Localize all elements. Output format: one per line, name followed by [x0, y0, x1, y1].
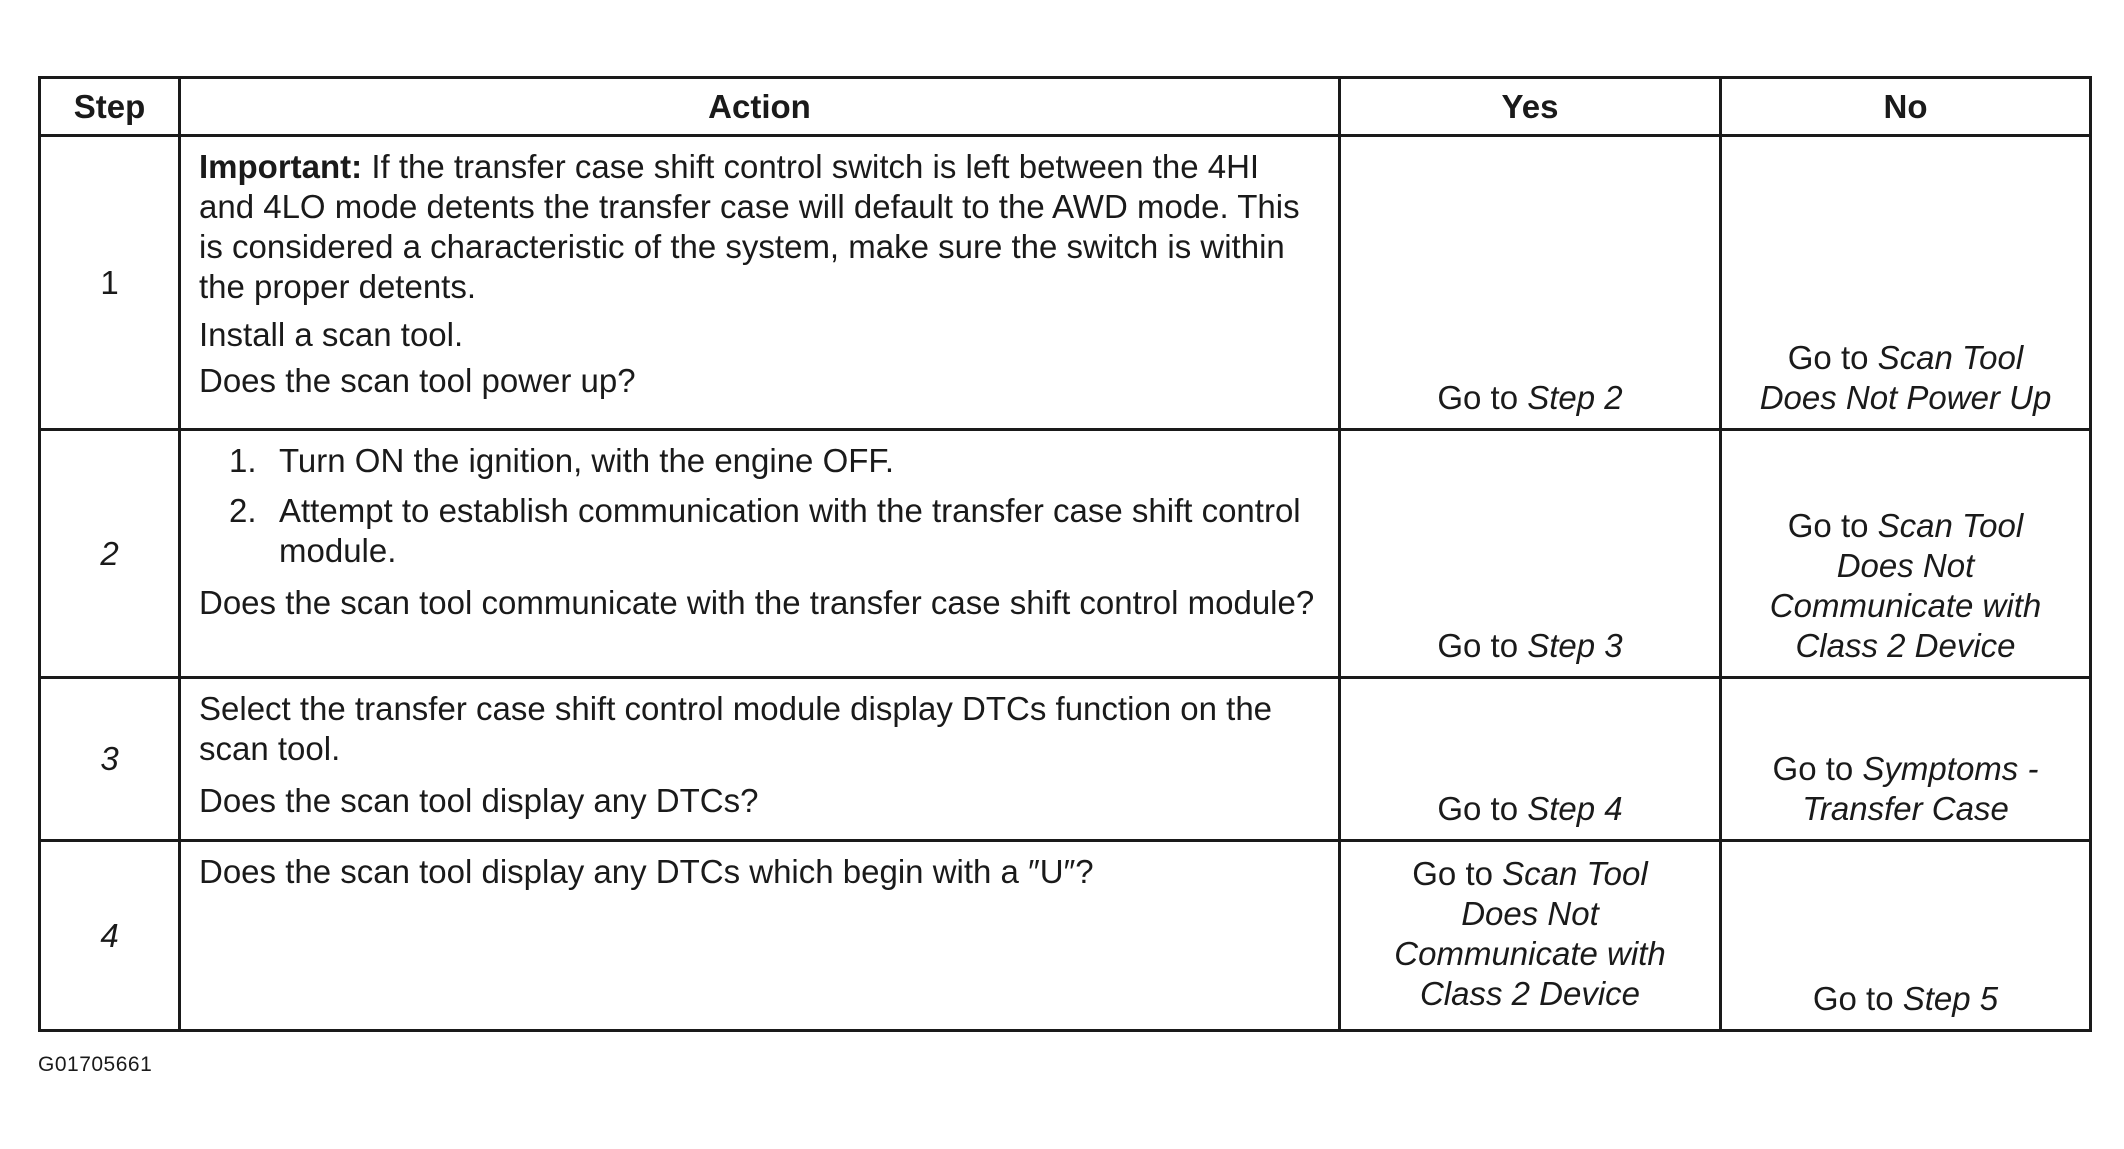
instruction-text: Select the transfer case shift control m… [199, 690, 1273, 767]
no-result-3: Go to Symptoms - Transfer Case [1751, 749, 2061, 829]
no-cell-1: Go to Scan Tool Does Not Power Up [1722, 137, 2089, 431]
no-cell-4: Go to Step 5 [1722, 842, 2089, 1029]
no-result-2: Go to Scan Tool Does Not Communicate wit… [1751, 506, 2061, 666]
step-number-4: 4 [41, 842, 181, 1029]
yes-link-class2-comm[interactable]: Scan Tool Does Not Communicate with Clas… [1394, 855, 1666, 1012]
instruction-text: Install a scan tool. [199, 316, 464, 353]
question-text: Does the scan tool display any DTCs whic… [199, 853, 1094, 890]
yes-prefix: Go to [1437, 379, 1528, 416]
substep-item: 2. Attempt to establish communication wit… [199, 491, 1320, 571]
important-note: Important: If the transfer case shift co… [199, 147, 1320, 307]
action-cell-2: 1. Turn ON the ignition, with the engine … [181, 431, 1341, 679]
yes-cell-1: Go to Step 2 [1341, 137, 1722, 431]
substep-text: Turn ON the ignition, with the engine OF… [279, 442, 895, 479]
no-link-class2-comm[interactable]: Scan Tool Does Not Communicate with Clas… [1769, 507, 2042, 664]
yes-cell-3: Go to Step 4 [1341, 679, 1722, 842]
no-prefix: Go to [1787, 339, 1878, 376]
important-text: If the transfer case shift control switc… [199, 148, 1300, 305]
yes-result-3: Go to Step 4 [1437, 789, 1622, 829]
diagnostic-table: Step Action Yes No 1 Important: If the t… [38, 76, 2092, 1032]
no-prefix: Go to [1812, 980, 1903, 1017]
yes-link-step-3[interactable]: Step 3 [1527, 627, 1623, 664]
yes-prefix: Go to [1437, 627, 1528, 664]
step-number-2: 2 [41, 431, 181, 679]
yes-cell-4: Go to Scan Tool Does Not Communicate wit… [1341, 842, 1722, 1029]
step-number-3: 3 [41, 679, 181, 842]
action-cell-3: Select the transfer case shift control m… [181, 679, 1341, 842]
header-action: Action [181, 79, 1341, 137]
substep-number: 2. [229, 492, 257, 529]
question-text: Does the scan tool display any DTCs? [199, 782, 759, 819]
action-cell-1: Important: If the transfer case shift co… [181, 137, 1341, 431]
yes-prefix: Go to [1437, 790, 1528, 827]
no-prefix: Go to [1787, 507, 1878, 544]
action-cell-4: Does the scan tool display any DTCs whic… [181, 842, 1341, 1029]
yes-result-1: Go to Step 2 [1437, 378, 1622, 418]
substep-item: 1. Turn ON the ignition, with the engine … [199, 441, 1320, 481]
no-link-symptoms[interactable]: Symptoms - Transfer Case [1802, 750, 2039, 827]
figure-id: G01705661 [38, 1053, 153, 1076]
question-text: Does the scan tool power up? [199, 362, 636, 399]
header-step: Step [41, 79, 181, 137]
substep-number: 1. [229, 442, 257, 479]
no-cell-3: Go to Symptoms - Transfer Case [1722, 679, 2089, 842]
important-label: Important: [199, 148, 363, 185]
no-prefix: Go to [1772, 750, 1863, 787]
substep-text: Attempt to establish communication with … [279, 492, 1301, 569]
header-no: No [1722, 79, 2089, 137]
question-text: Does the scan tool communicate with the … [199, 584, 1315, 621]
header-yes: Yes [1341, 79, 1722, 137]
no-result-4: Go to Step 5 [1813, 979, 1998, 1019]
no-result-1: Go to Scan Tool Does Not Power Up [1751, 338, 2061, 418]
step-number-1: 1 [41, 137, 181, 431]
yes-prefix: Go to [1412, 855, 1503, 892]
yes-result-2: Go to Step 3 [1437, 626, 1622, 666]
no-cell-2: Go to Scan Tool Does Not Communicate wit… [1722, 431, 2089, 679]
yes-result-4: Go to Scan Tool Does Not Communicate wit… [1375, 854, 1685, 1014]
no-link-scan-tool-power[interactable]: Scan Tool Does Not Power Up [1759, 339, 2052, 416]
yes-link-step-2[interactable]: Step 2 [1527, 379, 1623, 416]
yes-link-step-4[interactable]: Step 4 [1527, 790, 1623, 827]
no-link-step-5[interactable]: Step 5 [1902, 980, 1999, 1017]
substep-list: 1. Turn ON the ignition, with the engine … [199, 441, 1320, 571]
yes-cell-2: Go to Step 3 [1341, 431, 1722, 679]
